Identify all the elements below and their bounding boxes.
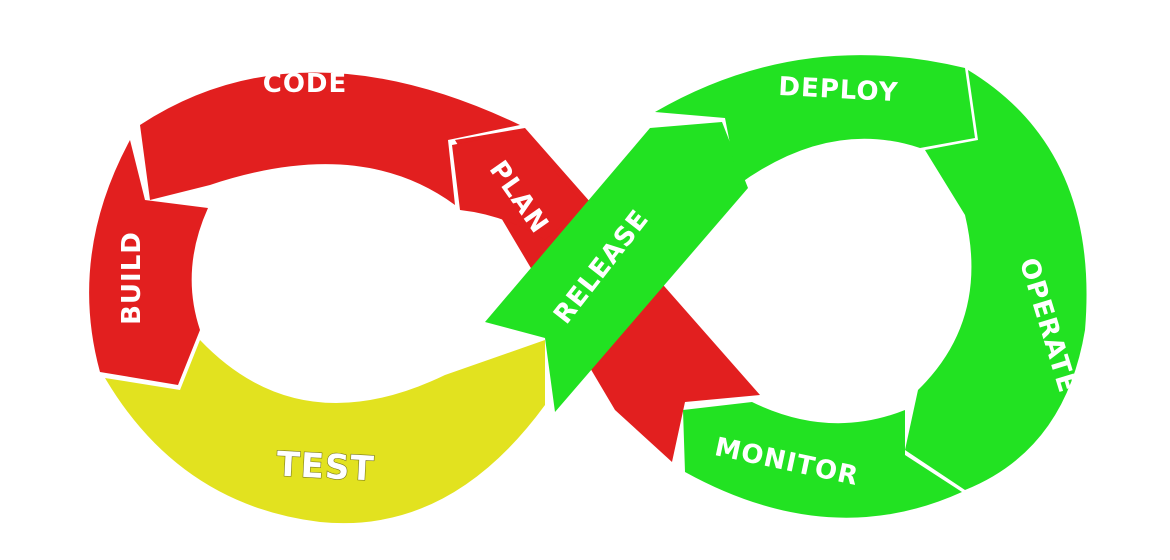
build-label: BUILD	[117, 231, 147, 325]
code-segment	[140, 72, 520, 205]
test-segment	[105, 340, 545, 524]
monitor-segment	[683, 402, 962, 518]
build-segment	[89, 140, 208, 385]
release-segment	[485, 122, 748, 412]
code-label: CODE	[263, 69, 348, 99]
test-label: TEST	[276, 444, 376, 489]
deploy-segment	[655, 55, 975, 186]
deploy-label: DEPLOY	[778, 72, 900, 108]
operate-segment	[905, 70, 1087, 490]
plan-segment	[452, 132, 585, 240]
